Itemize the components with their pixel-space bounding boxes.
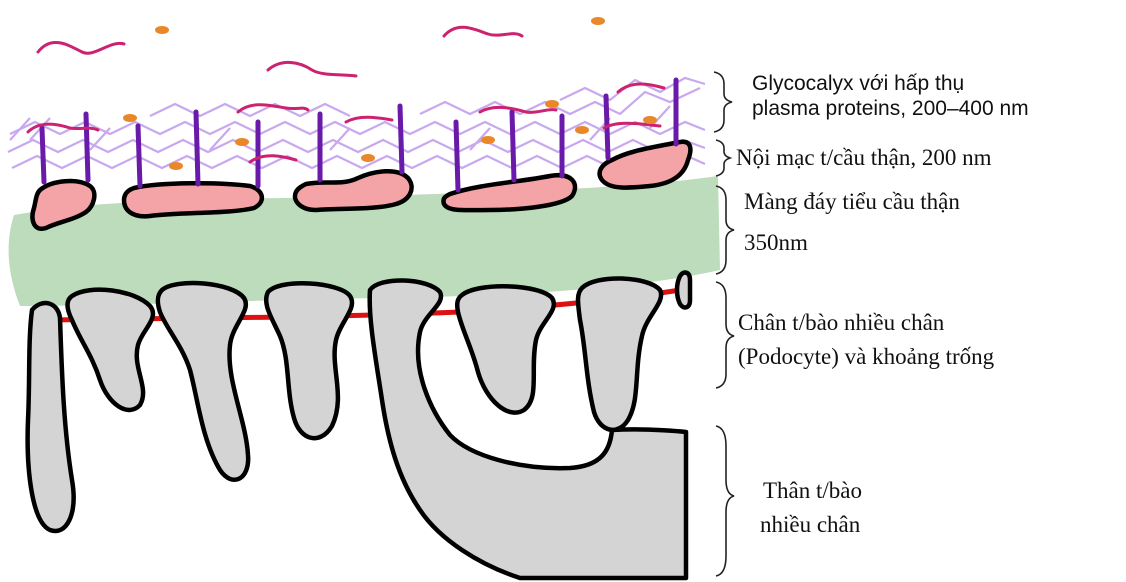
podocyte-foot bbox=[578, 278, 661, 429]
glycocalyx-stalks bbox=[42, 80, 676, 190]
plasma-protein-strands bbox=[28, 27, 664, 162]
label-glycocalyx-line2: plasma proteins, 200–400 nm bbox=[752, 97, 1029, 121]
podocyte-foot bbox=[68, 290, 153, 410]
endothelial-cell bbox=[443, 175, 575, 210]
podocyte-foot-small bbox=[677, 273, 690, 308]
podocyte-foot bbox=[266, 283, 352, 438]
protein-strand bbox=[444, 27, 522, 36]
brace-podocyte-body bbox=[716, 426, 734, 576]
protein-dot bbox=[235, 138, 249, 146]
protein-dot bbox=[155, 26, 169, 34]
protein-strand bbox=[268, 62, 356, 76]
endothelial-cell bbox=[124, 183, 262, 216]
label-podocyte-body-line1: Thân t/bào bbox=[763, 478, 862, 504]
endothelial-cell bbox=[295, 171, 412, 210]
podocyte-foot bbox=[457, 286, 554, 412]
label-glycocalyx-line1: Glycocalyx với hấp thụ bbox=[752, 72, 964, 96]
brace-glycocalyx bbox=[714, 72, 732, 132]
protein-strand bbox=[238, 105, 308, 112]
protein-dot bbox=[591, 17, 605, 25]
glycocalyx-mesh bbox=[8, 78, 705, 168]
label-podocyte-feet-line1: Chân t/bào nhiều chân bbox=[738, 310, 944, 336]
plasma-protein-dots bbox=[123, 17, 657, 170]
label-podocyte-body-line2: nhiều chân bbox=[760, 512, 860, 538]
protein-dot bbox=[481, 136, 495, 144]
brace-podocyte-feet bbox=[716, 282, 734, 388]
protein-dot bbox=[643, 116, 657, 124]
podocyte-foot bbox=[28, 303, 74, 531]
brace-endothelium bbox=[716, 140, 730, 176]
protein-dot bbox=[545, 100, 559, 108]
label-podocyte-feet-line2: (Podocyte) và khoảng trống bbox=[738, 344, 994, 370]
podocyte-foot bbox=[158, 283, 248, 480]
label-basement-membrane-line2: 350nm bbox=[744, 230, 808, 256]
protein-strand bbox=[38, 42, 124, 53]
label-basement-membrane-line1: Màng đáy tiểu cầu thận bbox=[744, 189, 960, 215]
protein-dot bbox=[123, 114, 137, 122]
protein-dot bbox=[361, 154, 375, 162]
protein-dot bbox=[169, 162, 183, 170]
podocyte-foot-processes bbox=[28, 273, 690, 578]
protein-dot bbox=[575, 126, 589, 134]
label-endothelium: Nội mạc t/cầu thận, 200 nm bbox=[736, 145, 992, 171]
protein-strand bbox=[480, 107, 556, 112]
